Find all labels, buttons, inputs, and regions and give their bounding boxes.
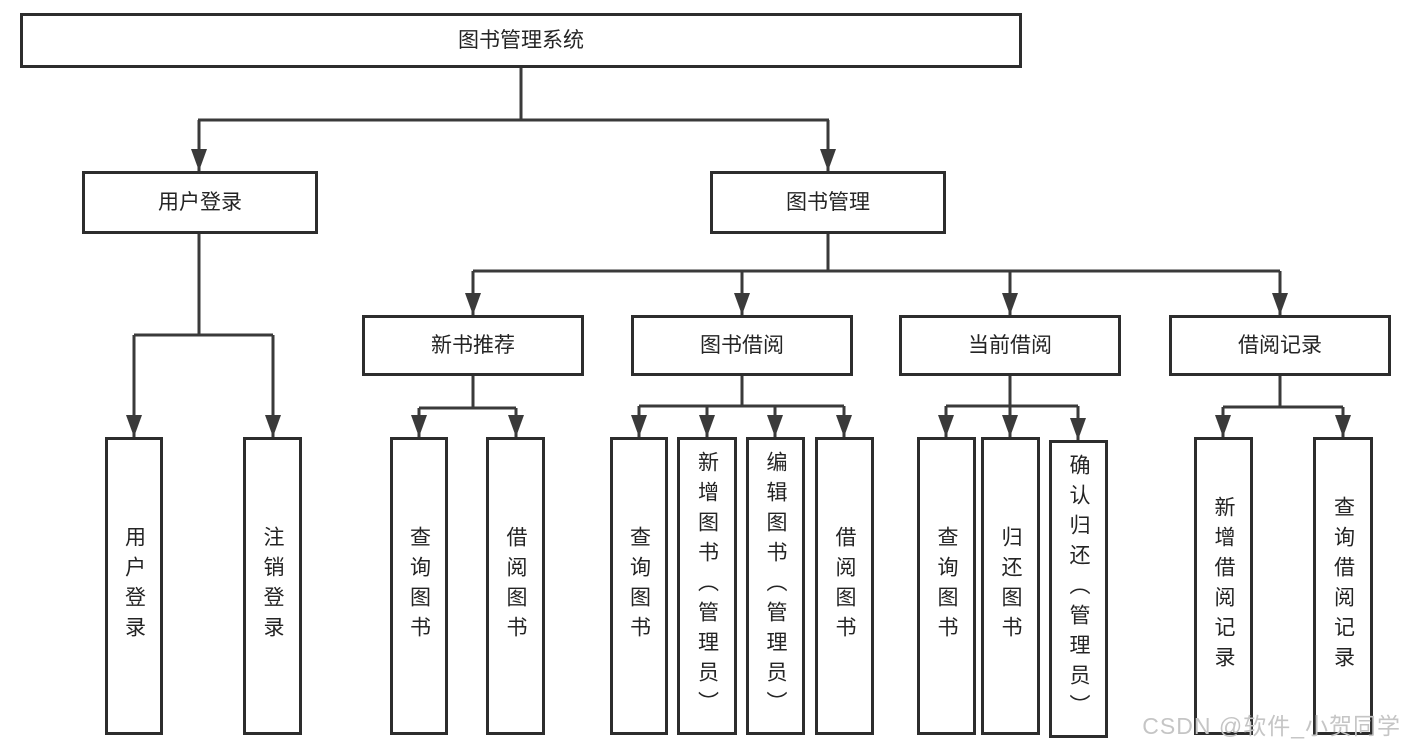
node-leaf-borrow-books-1: 借阅图书	[486, 437, 545, 735]
node-label: 查询图书	[627, 526, 651, 646]
node-leaf-query-books-3: 查询图书	[917, 437, 976, 735]
node-borrowing-records: 借阅记录	[1169, 315, 1391, 376]
node-label: 借阅图书	[504, 526, 527, 646]
node-book-borrowing: 图书借阅	[631, 315, 853, 376]
arrowhead-icon	[631, 415, 647, 437]
arrowhead-icon	[1272, 293, 1288, 315]
arrowhead-icon	[734, 293, 750, 315]
node-book-management: 图书管理	[710, 171, 946, 234]
node-label: 新增图书（管理员）	[695, 451, 719, 721]
node-leaf-borrow-books-2: 借阅图书	[815, 437, 874, 735]
node-label: 借阅记录	[1238, 334, 1322, 357]
arrowhead-icon	[767, 415, 783, 437]
arrowhead-icon	[508, 415, 524, 437]
arrowhead-icon	[126, 415, 142, 437]
node-label: 编辑图书（管理员）	[764, 451, 787, 721]
node-label: 查询图书	[935, 526, 958, 646]
node-library-system: 图书管理系统	[20, 13, 1022, 68]
node-label: 借阅图书	[833, 526, 856, 646]
arrowhead-icon	[836, 415, 852, 437]
node-label: 图书管理	[786, 191, 870, 214]
node-leaf-logout: 注销登录	[243, 437, 302, 735]
node-label: 用户登录	[158, 191, 242, 214]
node-new-book-recommend: 新书推荐	[362, 315, 584, 376]
node-label: 用户登录	[122, 526, 146, 646]
node-label: 新增借阅记录	[1212, 496, 1235, 676]
arrowhead-icon	[1002, 293, 1018, 315]
csdn-watermark: CSDN @软件_小贺同学	[1142, 713, 1401, 739]
node-current-borrowing: 当前借阅	[899, 315, 1121, 376]
node-label: 查询借阅记录	[1331, 496, 1355, 676]
node-label: 注销登录	[261, 526, 284, 646]
node-label: 当前借阅	[968, 334, 1052, 357]
node-leaf-confirm-return-admin: 确认归还（管理员）	[1049, 440, 1108, 738]
arrowhead-icon	[1002, 415, 1018, 437]
node-leaf-add-borrow-record: 新增借阅记录	[1194, 437, 1253, 735]
arrowhead-icon	[699, 415, 715, 437]
arrowhead-icon	[1070, 418, 1086, 440]
node-leaf-query-books-1: 查询图书	[390, 437, 448, 735]
node-label: 新书推荐	[431, 334, 515, 357]
arrowhead-icon	[411, 415, 427, 437]
node-leaf-add-book-admin: 新增图书（管理员）	[677, 437, 737, 735]
arrowhead-icon	[265, 415, 281, 437]
node-leaf-query-borrow-record: 查询借阅记录	[1313, 437, 1373, 735]
node-user-login: 用户登录	[82, 171, 318, 234]
node-label: 图书管理系统	[458, 29, 584, 52]
node-leaf-user-login: 用户登录	[105, 437, 163, 735]
arrowhead-icon	[1335, 415, 1351, 437]
node-label: 图书借阅	[700, 334, 784, 357]
node-leaf-query-books-2: 查询图书	[610, 437, 668, 735]
node-label: 查询图书	[407, 526, 431, 646]
node-leaf-edit-book-admin: 编辑图书（管理员）	[746, 437, 805, 735]
arrowhead-icon	[820, 149, 836, 171]
node-leaf-return-book: 归还图书	[981, 437, 1040, 735]
arrowhead-icon	[1215, 415, 1231, 437]
node-label: 确认归还（管理员）	[1067, 454, 1090, 724]
arrowhead-icon	[465, 293, 481, 315]
arrowhead-icon	[938, 415, 954, 437]
arrowhead-icon	[191, 149, 207, 171]
node-label: 归还图书	[999, 526, 1022, 646]
